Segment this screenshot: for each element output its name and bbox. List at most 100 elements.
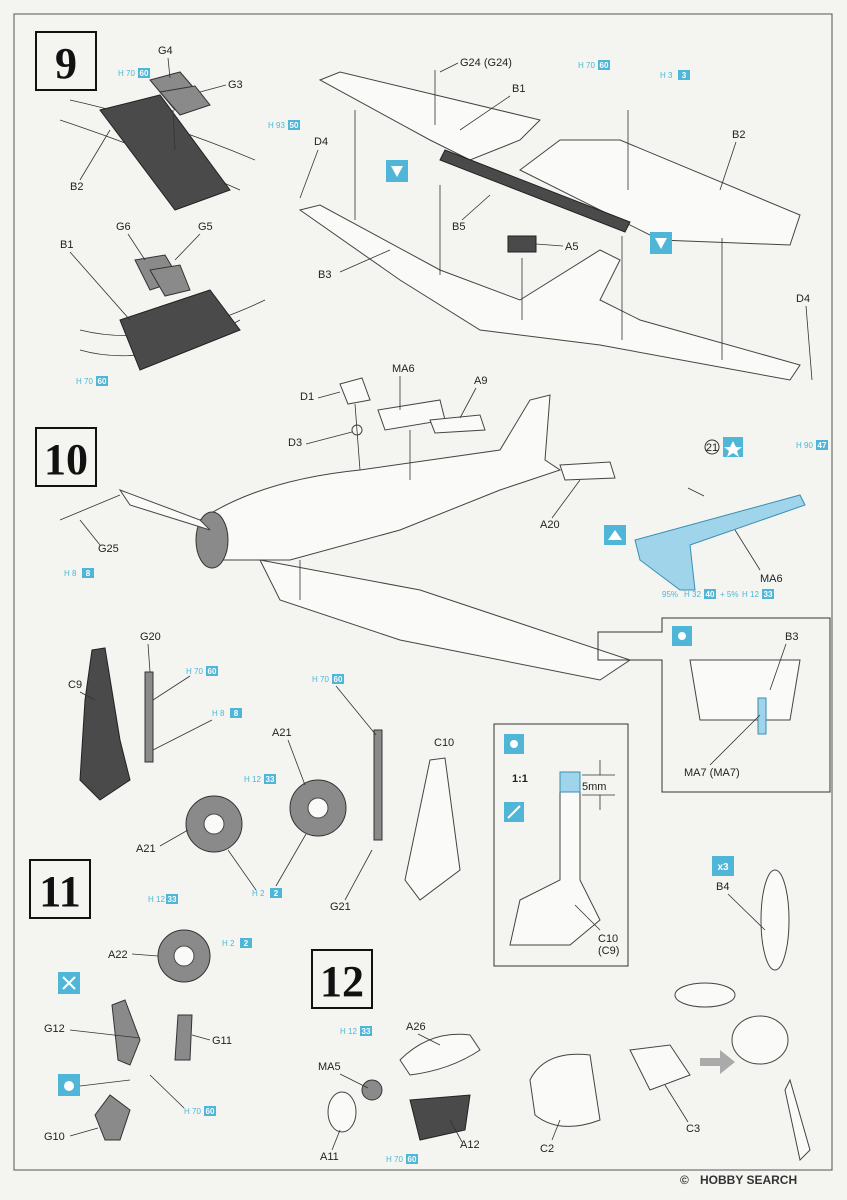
svg-text:21: 21 [706, 442, 718, 454]
glue-icon [386, 160, 408, 182]
svg-text:70: 70 [84, 377, 93, 386]
svg-text:H: H [212, 709, 218, 718]
paint-callout-h70-tail: H 70 60 [184, 1106, 216, 1116]
svg-text:8: 8 [72, 569, 77, 578]
svg-text:90: 90 [804, 441, 813, 450]
inset-MA7-detail [597, 617, 831, 793]
svg-text:33: 33 [362, 1027, 371, 1036]
paint-callout-h70-step9c: H 70 60 [578, 60, 610, 70]
paint-callout-h70-gear: H 70 60 [186, 666, 218, 676]
svg-text:12: 12 [252, 775, 261, 784]
paint-callout-h2-wheel: H 2 2 [252, 888, 282, 898]
label-G4: G4 [158, 45, 173, 57]
svg-text:H: H [386, 1155, 392, 1164]
svg-text:H: H [660, 71, 666, 80]
paint-callout-h70-step12: H 70 60 [386, 1154, 418, 1164]
step-11-number: 11 [39, 867, 81, 916]
svg-text:8: 8 [220, 709, 225, 718]
svg-text:60: 60 [206, 1107, 215, 1116]
svg-text:H: H [222, 939, 228, 948]
svg-text:60: 60 [600, 61, 609, 70]
label-C10: C10 [434, 737, 454, 749]
svg-text:3: 3 [682, 71, 687, 80]
watermark-mark: © [680, 1173, 689, 1187]
svg-text:H: H [796, 441, 802, 450]
paint-callout-h8-gear: H 8 8 [212, 708, 242, 718]
svg-text:60: 60 [334, 675, 343, 684]
step10-fuselage [118, 394, 632, 681]
label-G3: G3 [228, 79, 243, 91]
cut-icon [58, 972, 80, 994]
svg-text:2: 2 [244, 939, 249, 948]
svg-text:60: 60 [408, 1155, 417, 1164]
label-A22: A22 [108, 949, 128, 961]
svg-text:70: 70 [394, 1155, 403, 1164]
svg-text:H: H [76, 377, 82, 386]
svg-text:60: 60 [98, 377, 107, 386]
view-arrow-icon [604, 525, 626, 545]
step10-gear-left [79, 647, 243, 853]
paint-callout-h12-wheel: H 12 33 [244, 774, 276, 784]
svg-text:70: 70 [126, 69, 135, 78]
svg-text:32: 32 [692, 590, 701, 599]
label-A26: A26 [406, 1021, 426, 1033]
label-A21-left: A21 [136, 843, 156, 855]
label-C10-inset: C10 [598, 933, 618, 945]
label-MA6-decal: MA6 [760, 573, 783, 585]
label-B1-left: B1 [60, 239, 73, 251]
svg-text:H: H [684, 590, 690, 599]
svg-text:70: 70 [194, 667, 203, 676]
step-10-number: 10 [44, 435, 88, 484]
label-B3-step9: B3 [318, 269, 331, 281]
svg-text:H: H [268, 121, 274, 130]
svg-text:47: 47 [818, 441, 827, 450]
paint-mix-callout: 95% H 32 40 + 5% H 12 33 [662, 589, 774, 599]
step-12-box [311, 949, 373, 1009]
step9-lower-wing [298, 204, 801, 381]
svg-text:2: 2 [274, 889, 279, 898]
svg-text:H: H [252, 889, 258, 898]
label-C9-inset: (C9) [598, 945, 619, 957]
glue-icon [650, 232, 672, 254]
svg-text:H: H [742, 590, 748, 599]
paint-callout-h12-tail: H 12 33 [148, 894, 178, 904]
step9-part-A5 [507, 235, 537, 253]
label-D1: D1 [300, 391, 314, 403]
svg-text:8: 8 [86, 569, 91, 578]
step9-wing-detail-upper [59, 71, 256, 211]
svg-text:H: H [578, 61, 584, 70]
watermark-brand: HOBBY SEARCH [700, 1173, 797, 1187]
svg-text:40: 40 [706, 590, 715, 599]
paint-callout-h2-tail: H 2 2 [222, 938, 252, 948]
paint-brush-icon [58, 1074, 80, 1096]
label-C3: C3 [686, 1123, 700, 1135]
label-B5: B5 [452, 221, 465, 233]
svg-text:12: 12 [348, 1027, 357, 1036]
label-A5: A5 [565, 241, 578, 253]
svg-text:H: H [312, 675, 318, 684]
label-A9: A9 [474, 375, 487, 387]
svg-text:H: H [64, 569, 70, 578]
step10-decal-panel-MA6 [634, 487, 806, 591]
label-G10: G10 [44, 1131, 65, 1143]
step-10-box [35, 427, 97, 487]
step9-spar-B5 [439, 149, 631, 233]
paint-callout-h12-step12: H 12 33 [340, 1026, 372, 1036]
sheet-border [13, 13, 833, 1171]
svg-text:93: 93 [276, 121, 285, 130]
svg-text:H: H [186, 667, 192, 676]
step9-upper-wing-right [519, 139, 801, 246]
label-MA7: MA7 (MA7) [684, 767, 740, 779]
svg-text:50: 50 [290, 121, 299, 130]
label-C2: C2 [540, 1143, 554, 1155]
svg-text:70: 70 [192, 1107, 201, 1116]
label-D4-left: D4 [314, 136, 328, 148]
step10-part-D1 [339, 377, 371, 405]
svg-text:33: 33 [266, 775, 275, 784]
svg-text:12: 12 [750, 590, 759, 599]
label-B4: B4 [716, 881, 729, 893]
step10-gear-right [289, 729, 461, 901]
step10-part-A20 [559, 461, 616, 481]
svg-text:H: H [340, 1027, 346, 1036]
label-G5: G5 [198, 221, 213, 233]
